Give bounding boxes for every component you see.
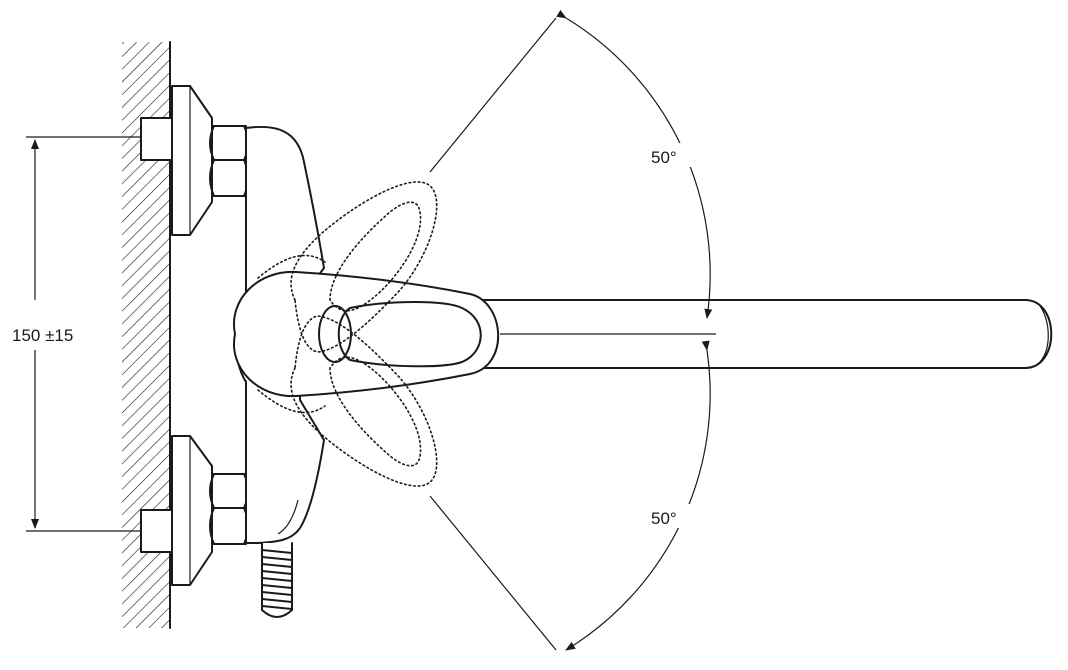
angle-arc-upper — [556, 9, 713, 319]
lever-handle — [232, 270, 500, 398]
lever-alt-lower-outer — [290, 315, 438, 487]
lower-wall-fitting — [140, 509, 173, 553]
lever-inner-recess — [337, 301, 482, 368]
lever-outline — [232, 270, 500, 398]
lever-alt-upper-outer — [290, 181, 438, 353]
dimension-label-mask — [10, 318, 102, 348]
body-shoulder-line — [277, 499, 299, 535]
angle-upper-label-mask — [648, 143, 694, 167]
lever-alt-lower-inner — [329, 356, 422, 467]
angle-extension-lower — [429, 495, 557, 651]
spout-aerator — [1039, 305, 1049, 363]
hose-outlet-thread — [261, 549, 293, 610]
lever-alt-upper-hub — [257, 254, 326, 279]
angle-upper-label: 50° — [651, 148, 677, 167]
spout — [439, 299, 1053, 369]
hose-outlet — [261, 542, 293, 618]
lever-alt-upper-inner — [329, 201, 422, 312]
angle-lower-label: 50° — [651, 509, 677, 528]
angle-extension-upper — [429, 17, 557, 173]
lower-escutcheon — [171, 435, 213, 586]
angle-lower-label-mask — [648, 504, 694, 528]
angle-dimension: 50° 50° — [429, 9, 713, 651]
lower-connector — [140, 435, 249, 586]
angle-arc-lower — [565, 340, 711, 651]
upper-escutcheon — [171, 85, 213, 236]
spacing-dimension: 150 ±15 — [10, 136, 140, 532]
upper-wall-fitting — [140, 117, 173, 161]
spacing-dimension-label: 150 ±15 — [12, 326, 73, 345]
lever-alt-lower-hub — [257, 389, 326, 414]
lever-alt-positions — [257, 181, 438, 487]
